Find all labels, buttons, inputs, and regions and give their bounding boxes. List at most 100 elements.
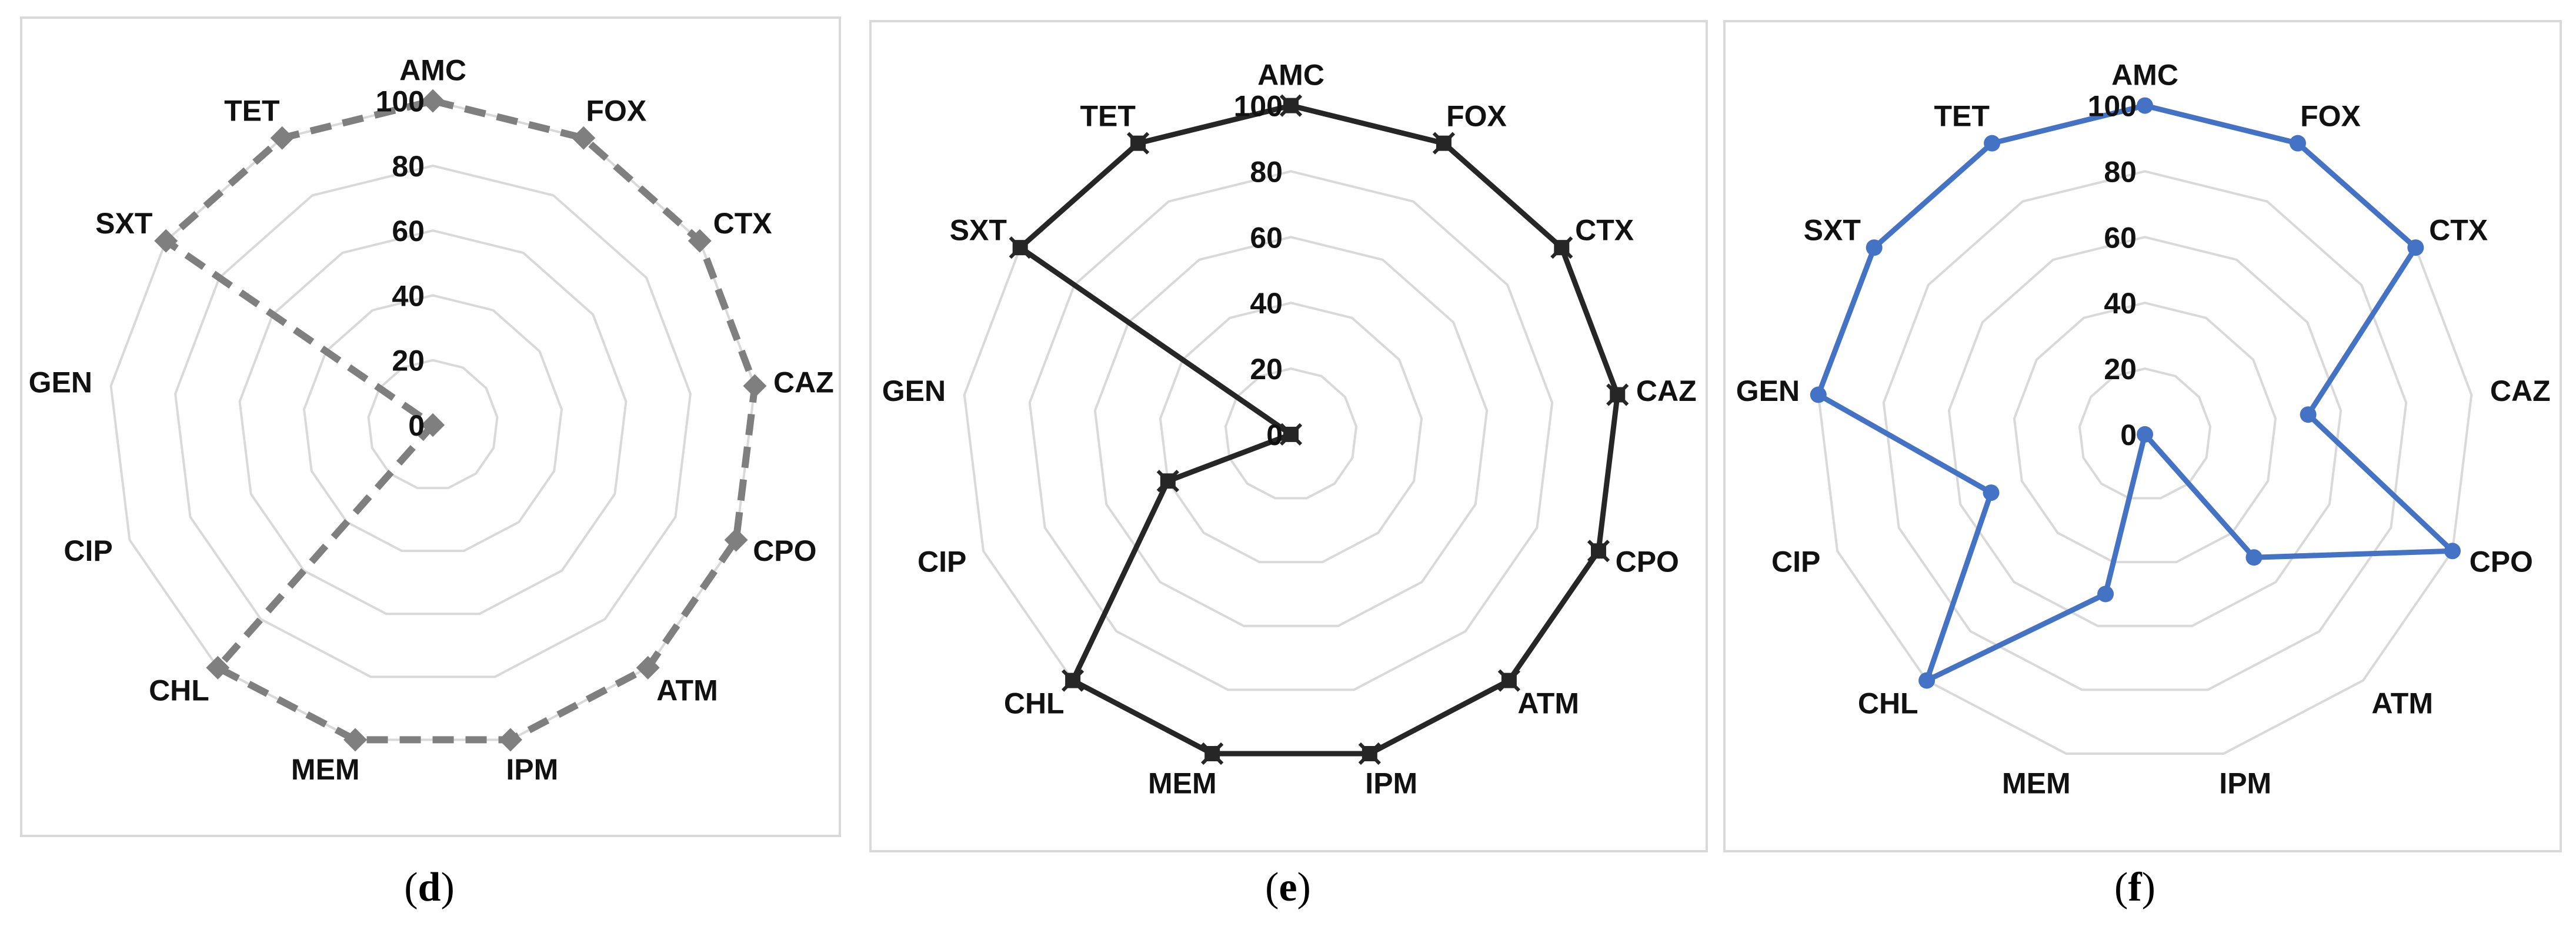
tick-label: 20 [1250,353,1283,386]
data-point [1810,386,1827,403]
radar-chart-e: 020406080100AMCFOXCTXCAZCPOATMIPMMEMCHLC… [882,59,1697,800]
tick-label: 100 [376,85,425,118]
data-point [572,126,596,150]
category-label-ipm: IPM [2219,767,2271,799]
category-label-cip: CIP [1771,546,1820,578]
data-point [154,229,178,253]
data-point [2137,97,2153,114]
category-label-atm: ATM [1517,687,1579,720]
radial-ticks: 0 20 40 60 80 100 [376,85,425,442]
series-line [1017,103,1620,757]
caption-d: (d) [404,865,455,910]
category-label-ctx: CTX [713,207,772,240]
grid-ring [2013,302,2277,564]
category-label-cip: CIP [64,534,112,567]
data-point [421,413,445,437]
category-label-ctx: CTX [2429,214,2488,247]
category-label-mem: MEM [1148,767,1217,799]
tick-label: 80 [2104,155,2137,188]
category-label-cip: CIP [917,546,966,578]
category-label-fox: FOX [2300,100,2361,133]
data-point [1156,470,1179,493]
data-point-cross [1201,742,1224,765]
data-point [270,126,294,150]
data-point [743,374,767,398]
grid-ring [1947,236,2343,627]
tick-label: 0 [408,409,425,442]
category-label-tet: TET [1080,100,1135,133]
tick-label: 40 [1250,287,1283,320]
category-label-caz: CAZ [1636,374,1697,407]
data-point [421,89,445,113]
data-point-cross [1497,669,1521,692]
data-point [1918,672,1936,689]
data-point [1279,94,1303,117]
category-label-chl: CHL [1858,687,1918,720]
grid-ring [1159,302,1423,564]
series-markers [1009,94,1629,765]
category-label-fox: FOX [586,95,646,128]
category-label-tet: TET [1934,100,1989,133]
data-point-cross [1279,423,1303,446]
data-point-cross [1156,470,1179,493]
category-label-atm: ATM [656,674,718,707]
data-point [206,655,230,680]
category-label-ctx: CTX [1575,214,1634,247]
series-line [1816,103,2455,684]
radar-chart-f: 020406080100AMCFOXCTXCAZCPOATMIPMMEMCHLC… [1736,59,2551,800]
category-label-fox: FOX [1446,100,1507,133]
grid-ring [1028,170,1554,691]
category-label-chl: CHL [1004,687,1065,720]
data-point [1432,132,1456,155]
grid-ring [367,359,499,490]
data-point [1279,423,1303,446]
data-point [498,728,522,752]
category-label-gen: GEN [882,374,946,407]
tick-label: 40 [392,279,425,312]
data-point-cross [1126,132,1150,155]
data-point [2137,426,2153,443]
data-point-cross [1279,94,1303,117]
category-label-sxt: SXT [1804,214,1861,247]
category-label-chl: CHL [149,674,209,707]
tick-label: 60 [392,215,425,247]
category-label-sxt: SXT [95,207,152,240]
category-label-amc: AMC [2111,59,2178,92]
series-markers [154,89,767,752]
tick-label: 20 [392,344,425,377]
category-label-amc: AMC [399,54,466,87]
series-line [162,97,759,744]
data-point [1126,132,1150,155]
grid-ring [174,164,692,678]
radar-chart-d: 020406080100AMCFOXCTXCAZCPOATMIPMMEMCHLC… [29,54,834,786]
data-point-cross [1550,236,1573,259]
grid-ring [238,229,628,615]
data-point [343,728,368,752]
data-point [1497,669,1521,692]
tick-label: 80 [392,150,425,183]
grid-ring [302,294,563,553]
tick-label: 80 [1250,155,1283,188]
caption-e: (e) [1265,865,1311,910]
category-label-gen: GEN [29,366,92,399]
category-label-cpo: CPO [2470,546,2533,578]
data-point [1201,742,1224,765]
data-point [1866,239,1883,256]
grid-ring [1093,236,1489,627]
data-point-cross [1432,132,1456,155]
data-point-cross [1061,669,1085,692]
data-point [1587,540,1610,563]
category-label-ipm: IPM [506,753,558,786]
tick-label: 40 [2104,287,2137,320]
tick-label: 100 [1234,90,1283,123]
category-label-caz: CAZ [773,366,834,399]
